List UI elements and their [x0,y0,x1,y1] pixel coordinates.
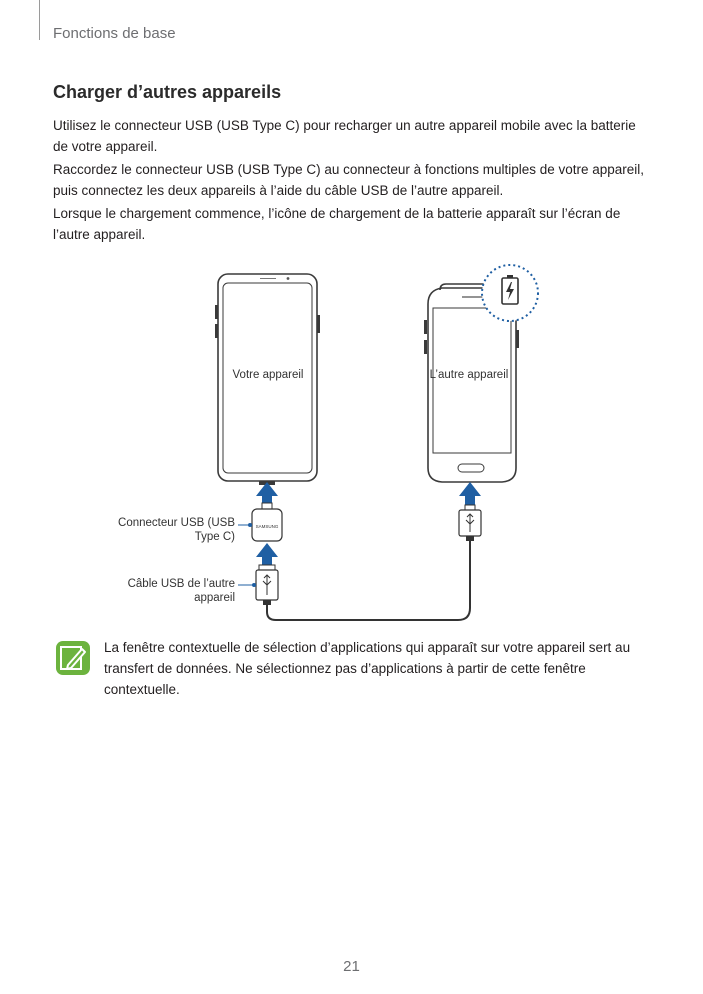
charging-illustration: SAMSUNG Votre appareil L’autre appareil … [0,260,703,630]
section-header: Fonctions de base [53,25,176,42]
your-device-label: Votre appareil [232,369,304,381]
usb-icon-other [458,504,482,541]
page-number: 21 [343,958,360,975]
margin-bar [39,0,40,40]
arrow-up-icon [256,482,481,568]
usb-icon [255,564,279,605]
other-device-label: L’autre appareil [429,369,509,381]
battery-charging-icon [481,264,539,322]
usb-type-c-connector [251,502,283,542]
cable-label: Câble USB de l’autre appareil [127,578,235,604]
page-title: Charger d’autres appareils [53,82,282,102]
usb-cable [266,541,471,621]
connector-brand-label: SAMSUNG [256,524,279,529]
paragraph-3: Lorsque le chargement commence, l’icône … [53,206,621,242]
paragraph-1: Utilisez le connecteur USB (USB Type C) … [53,118,636,154]
connector-label: Connecteur USB (USB Type C) [118,517,235,543]
note-text: La fenêtre contextuelle de sélection d’a… [104,640,631,697]
paragraph-2: Raccordez le connecteur USB (USB Type C)… [53,162,645,198]
note-pencil-icon [56,641,90,675]
your-device-phone [215,273,320,485]
